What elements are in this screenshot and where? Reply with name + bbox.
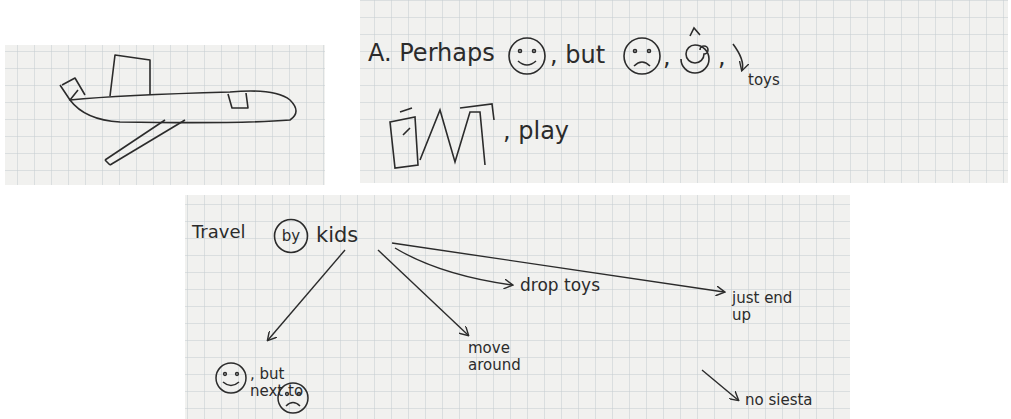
- paper-panel: [185, 195, 850, 419]
- handwritten-note: A. Perhaps: [368, 40, 495, 66]
- node-text: by: [273, 228, 309, 245]
- handwritten-note: , play: [503, 118, 569, 144]
- handwritten-note: move around: [468, 340, 538, 373]
- handwritten-note: just end up: [732, 290, 796, 323]
- handwritten-note: ,: [718, 44, 726, 70]
- handwritten-note: no siesta: [745, 392, 813, 409]
- handwritten-note: Travel: [192, 222, 246, 242]
- leader-arrows: [268, 243, 738, 400]
- paper-panel: [360, 0, 1008, 183]
- handwritten-note: drop toys: [520, 276, 600, 295]
- handwritten-note: kids: [316, 224, 358, 247]
- circled-word: by: [273, 218, 309, 254]
- handwritten-note: , but next to: [250, 366, 312, 399]
- paper-panel: [5, 45, 325, 185]
- airplane-sketch: [60, 55, 296, 165]
- handwritten-note: toys: [748, 72, 780, 89]
- handwritten-note: ,: [663, 44, 671, 70]
- handwritten-note: , but: [550, 42, 605, 68]
